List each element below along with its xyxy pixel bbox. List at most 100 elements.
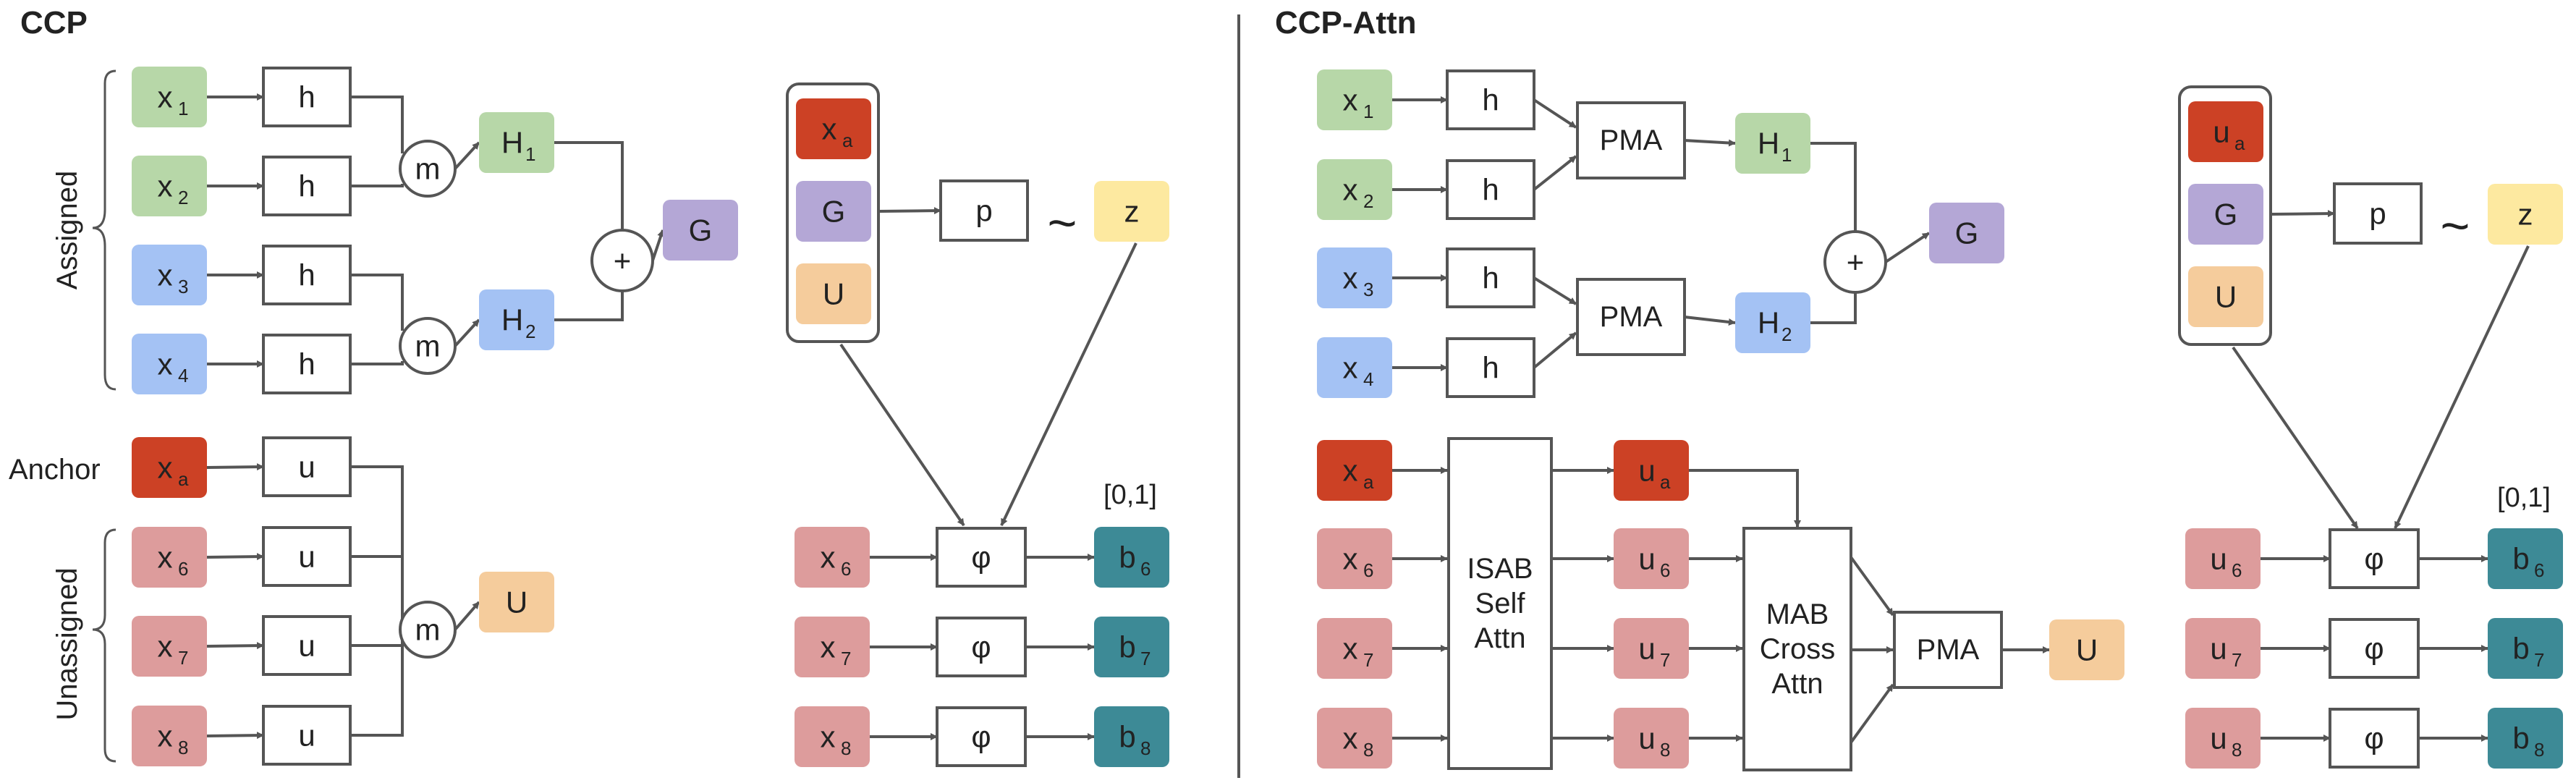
node-subscript: 8 xyxy=(841,737,851,759)
node-label: x xyxy=(158,80,173,114)
node-fill xyxy=(1929,203,2004,263)
node-l-p: p xyxy=(939,179,1029,242)
assigned-brace xyxy=(92,69,116,391)
node-circle xyxy=(399,140,457,198)
node-label: u xyxy=(1638,721,1655,756)
node-fill xyxy=(479,289,554,350)
node-fill xyxy=(2185,708,2261,769)
node-fill xyxy=(1094,527,1169,588)
node-label: + xyxy=(1847,245,1865,279)
node-l-m2: m xyxy=(399,317,457,375)
node-label: h xyxy=(298,169,315,203)
node-r-phi6: φ xyxy=(2329,528,2420,589)
node-fill xyxy=(2188,184,2263,245)
node-box xyxy=(2329,708,2420,769)
node-box xyxy=(936,706,1027,767)
node-box xyxy=(2333,182,2423,245)
node-label: φ xyxy=(2364,632,2384,666)
edge-ua-mab xyxy=(1689,469,1801,528)
node-r-pma1: PMA xyxy=(1576,101,1686,179)
node-subscript: 7 xyxy=(1363,649,1373,671)
node-label: G xyxy=(1955,216,1979,250)
node-box xyxy=(1447,437,1553,770)
node-subscript: a xyxy=(2234,132,2245,154)
node-fill xyxy=(1614,528,1689,589)
node-fill xyxy=(1317,159,1392,220)
edge-H1-plus xyxy=(1810,142,1857,232)
node-label: H xyxy=(1758,306,1779,340)
node-label: x xyxy=(158,719,173,753)
node-fill xyxy=(1094,706,1169,767)
edge-L_x6-L_u2 xyxy=(206,553,264,561)
edge-R_pma1-R_H1 xyxy=(1684,139,1736,147)
node-box xyxy=(1446,69,1535,130)
node-label: u xyxy=(1638,632,1655,666)
node-l-m1: m xyxy=(399,140,457,198)
node-fill xyxy=(132,334,207,394)
node-l-h3: h xyxy=(262,245,352,305)
node-label: x xyxy=(1343,632,1358,666)
edge-R_pma2-R_H2 xyxy=(1684,316,1736,326)
edge-group-p xyxy=(2270,210,2335,218)
node-box xyxy=(262,156,352,216)
unassigned-label: Unassigned xyxy=(51,567,83,720)
node-box xyxy=(262,245,352,305)
node-box xyxy=(1742,527,1852,771)
edge-group-phi xyxy=(2232,346,2359,530)
node-fill xyxy=(1317,247,1392,308)
node-fill xyxy=(1094,617,1169,677)
node-l-m3: m xyxy=(399,601,457,659)
node-box xyxy=(936,527,1027,588)
node-label: x xyxy=(158,630,173,664)
node-box xyxy=(1893,611,2003,689)
node-subscript: 2 xyxy=(525,321,535,342)
edge-L_x8-L_u4 xyxy=(206,732,264,740)
node-subscript: 3 xyxy=(1363,279,1373,300)
edge-mab-pma3-a xyxy=(1850,556,1894,617)
node-label-line: MAB xyxy=(1766,598,1829,630)
node-fill xyxy=(663,200,738,261)
assigned-label: Assigned xyxy=(51,171,83,290)
node-label: G xyxy=(822,195,846,229)
right-input-group xyxy=(2178,85,2272,346)
node-subscript: 8 xyxy=(1140,737,1151,759)
node-label: b xyxy=(2512,542,2529,576)
node-l-gg: G xyxy=(796,181,871,242)
left-input-group xyxy=(786,82,880,343)
node-label: x xyxy=(158,258,173,292)
node-fill xyxy=(2049,619,2124,680)
node-fill xyxy=(1735,292,1810,353)
node-box xyxy=(262,526,352,587)
node-l-phi7: φ xyxy=(936,617,1027,677)
node-subscript: 8 xyxy=(1660,739,1670,761)
node-subscript: 4 xyxy=(178,365,188,386)
node-fill xyxy=(132,437,207,498)
edge-h3-pma2 xyxy=(1533,276,1577,305)
node-circle xyxy=(399,601,457,659)
node-fill xyxy=(2488,184,2563,245)
node-label: u xyxy=(2210,632,2227,666)
node-subscript: 7 xyxy=(841,648,851,669)
node-label: PMA xyxy=(1917,634,1980,666)
node-subscript: a xyxy=(1363,471,1374,493)
node-circle xyxy=(1823,230,1887,294)
node-label: b xyxy=(2512,721,2529,756)
node-l-phi6: φ xyxy=(936,527,1027,588)
node-box xyxy=(262,615,352,676)
node-label: h xyxy=(298,347,315,381)
node-subscript: 2 xyxy=(1781,323,1792,345)
node-label: U xyxy=(506,585,528,619)
